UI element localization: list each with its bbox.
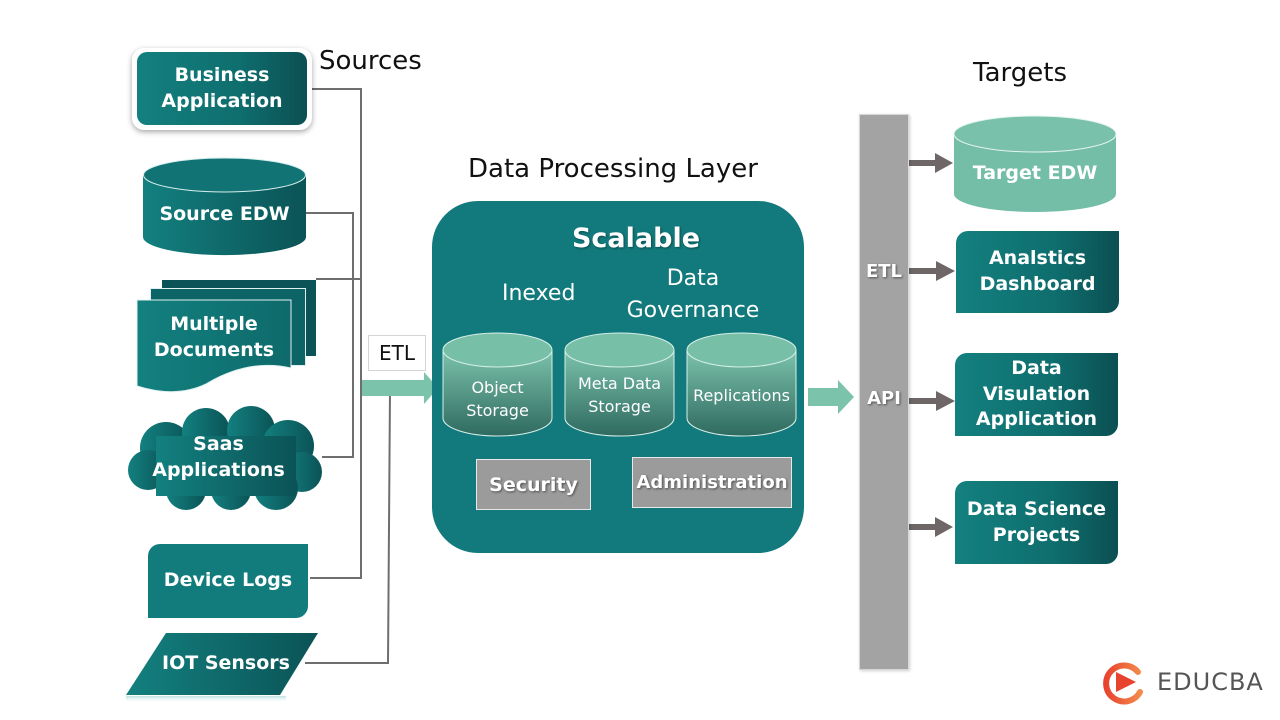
source-edw[interactable]: Source EDW: [143, 157, 306, 257]
targets-heading: Targets: [973, 58, 1067, 88]
store-replications[interactable]: Replications: [686, 332, 797, 438]
processing-arrow: [808, 380, 854, 414]
connector-source-edw: [306, 212, 354, 458]
database-icon: [686, 332, 797, 437]
gateway-etl-label: ETL: [865, 261, 903, 282]
target-label: Target EDW: [972, 162, 1098, 185]
educba-logo: EDUCBA: [1100, 660, 1275, 706]
play-circle-icon: [1103, 662, 1143, 705]
cylinder-icon: [143, 157, 306, 256]
source-multiple-documents[interactable]: Multiple Documents: [136, 280, 318, 395]
source-business-application[interactable]: Business Application: [132, 48, 312, 130]
processing-heading: Data Processing Layer: [468, 154, 758, 184]
target-label: Data Science: [966, 497, 1107, 520]
etl-label-left: ETL: [368, 335, 426, 371]
connector-iot: [305, 389, 391, 664]
source-label: Documents: [153, 339, 275, 361]
cylinder-icon: [953, 115, 1117, 212]
target-label: Projects: [992, 523, 1081, 546]
source-iot-sensors[interactable]: IOT Sensors: [126, 633, 318, 703]
sources-heading: Sources: [319, 46, 422, 76]
target-edw[interactable]: Target EDW: [953, 114, 1117, 214]
database-icon: [442, 332, 553, 437]
caption-line: Data: [666, 266, 720, 291]
source-label: Applications: [152, 459, 285, 481]
brand-name: EDUCBA: [1157, 668, 1264, 696]
store-label: Storage: [466, 401, 529, 420]
store-label: Replications: [693, 386, 790, 405]
target-label: Dashboard: [979, 273, 1096, 295]
store-label: Meta Data: [577, 374, 661, 393]
data-governance-caption: Data Governance: [624, 263, 762, 327]
gateway-arrow-data-science: [906, 517, 953, 537]
security-box[interactable]: Security: [476, 459, 591, 510]
indexed-caption: Inexed: [502, 281, 576, 306]
gateway-arrow-visualization: [909, 391, 955, 411]
store-meta-data-storage[interactable]: Meta Data Storage: [564, 332, 675, 438]
target-label: Data Visulation: [982, 357, 1091, 405]
target-label: Application: [975, 408, 1098, 431]
store-label: Object: [471, 378, 524, 397]
parallelogram-icon: [126, 633, 318, 703]
scalable-title: Scalable: [571, 223, 701, 254]
source-label: Device Logs: [163, 569, 293, 592]
source-device-logs[interactable]: Device Logs: [148, 544, 308, 618]
target-data-science[interactable]: Data Science Projects: [955, 481, 1118, 564]
processing-layer-panel: Scalable Inexed Data Governance Object S…: [432, 201, 804, 553]
source-saas-applications[interactable]: Saas Applications: [126, 406, 324, 510]
administration-box[interactable]: Administration: [632, 457, 792, 508]
database-icon: [564, 332, 675, 437]
source-label: Saas: [193, 433, 244, 456]
gateway-arrow-dashboard: [909, 261, 955, 281]
store-label: Storage: [588, 397, 651, 416]
target-data-visualization[interactable]: Data Visulation Application: [955, 353, 1118, 436]
target-analytics-dashboard[interactable]: Analstics Dashboard: [956, 231, 1119, 313]
cloud-icon: [128, 406, 322, 510]
caption-line: Governance: [626, 298, 760, 323]
gateway-bar: ETL API: [859, 114, 909, 670]
source-label: Source EDW: [159, 203, 290, 226]
etl-arrow-left: [362, 372, 438, 404]
source-label: Multiple: [170, 313, 258, 336]
target-label: Analstics: [988, 247, 1087, 270]
gateway-arrow-target-edw: [906, 153, 953, 173]
source-label: IOT Sensors: [162, 652, 290, 675]
gateway-api-label: API: [867, 388, 901, 409]
store-object-storage[interactable]: Object Storage: [442, 332, 553, 438]
document-icon: [136, 299, 292, 393]
source-label: Application: [161, 89, 283, 112]
connector-business-app: [310, 88, 362, 579]
source-label: Business: [174, 63, 270, 86]
